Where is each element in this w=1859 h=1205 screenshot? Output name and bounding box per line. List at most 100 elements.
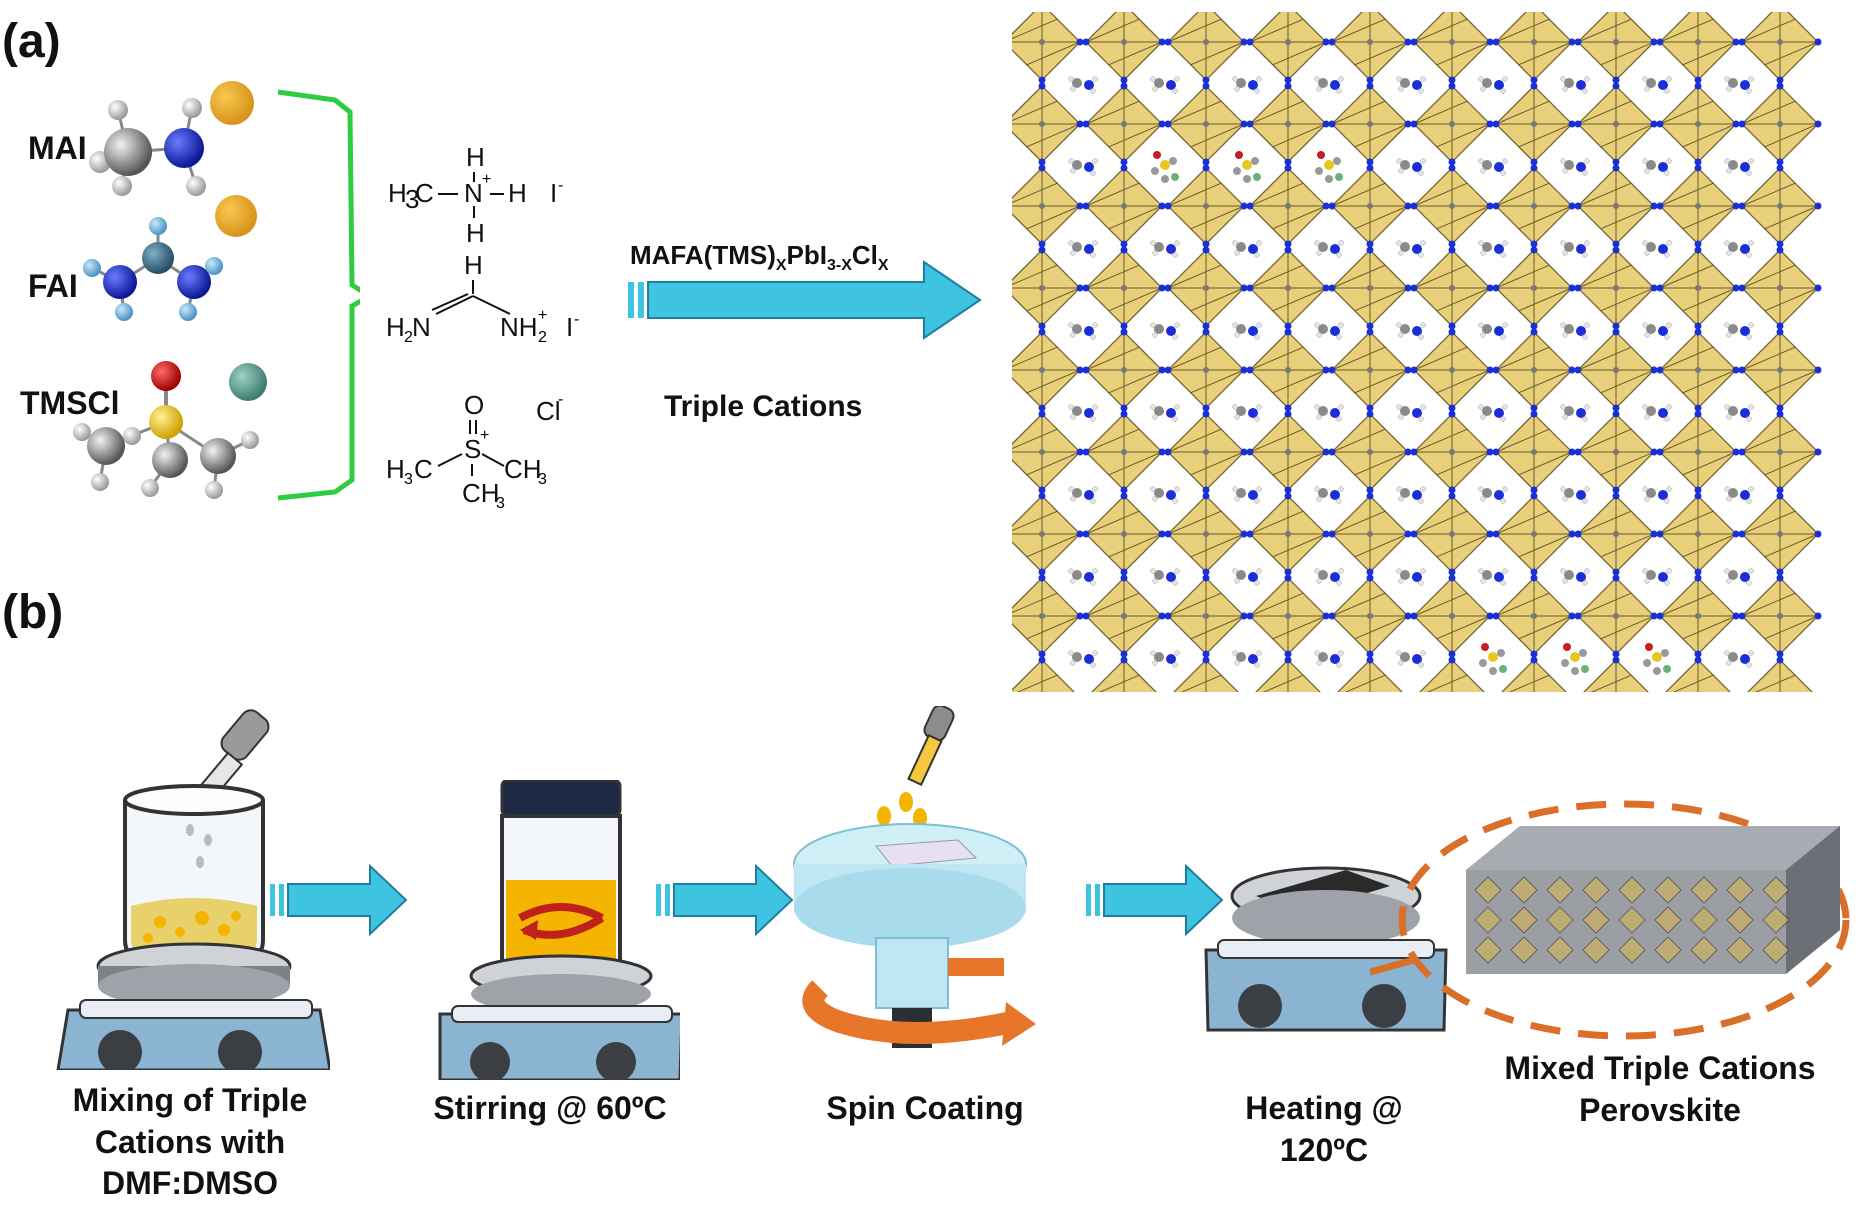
organic-cation	[1150, 650, 1180, 668]
svg-text:+: +	[538, 307, 547, 324]
grouping-bracket	[277, 89, 360, 501]
organic-cation	[1478, 568, 1508, 586]
pbi6-octahedron	[1164, 82, 1248, 166]
organic-cation	[1560, 240, 1590, 258]
organic-cation	[1396, 322, 1426, 340]
organic-cation	[1314, 322, 1344, 340]
pbi6-octahedron	[1164, 410, 1248, 494]
tms-cation	[1479, 643, 1507, 675]
perovskite-film-illustration	[1370, 800, 1850, 1040]
reaction-formula-label: MAFA(TMS)XPbI3-XClX	[630, 240, 889, 275]
organic-cation	[1724, 158, 1754, 176]
film-octahedron	[1510, 936, 1538, 964]
pbi6-octahedron	[1574, 246, 1658, 330]
pbi6-octahedron	[1246, 492, 1330, 576]
organic-cation	[1232, 568, 1262, 586]
svg-text:2: 2	[404, 329, 413, 346]
pbi6-octahedron	[1328, 492, 1412, 576]
organic-cation	[1724, 568, 1754, 586]
organic-cation	[1478, 158, 1508, 176]
pbi6-octahedron	[1082, 12, 1166, 84]
film-octahedron	[1618, 906, 1646, 934]
organic-cation	[1150, 240, 1180, 258]
pbi6-octahedron	[1738, 164, 1822, 248]
organic-cation	[1478, 322, 1508, 340]
process-arrow-1	[270, 863, 408, 937]
pbi6-octahedron	[1656, 246, 1740, 330]
tms-cation	[1233, 151, 1261, 183]
pbi6-octahedron	[1164, 492, 1248, 576]
pbi6-octahedron	[1410, 12, 1494, 84]
svg-text:3: 3	[404, 471, 413, 488]
svg-text:H: H	[466, 142, 485, 172]
pbi6-octahedron	[1583, 656, 1649, 692]
pbi6-octahedron	[1492, 492, 1576, 576]
organic-cation	[1068, 568, 1098, 586]
pbi6-octahedron	[1574, 12, 1658, 84]
film-octahedron	[1690, 906, 1718, 934]
organic-cation	[1068, 486, 1098, 504]
pbi6-octahedron	[1012, 82, 1084, 166]
pbi6-octahedron	[1492, 328, 1576, 412]
pbi6-octahedron	[1246, 246, 1330, 330]
organic-cation	[1068, 240, 1098, 258]
organic-cation	[1396, 486, 1426, 504]
film-octahedron	[1582, 906, 1610, 934]
pbi6-octahedron	[1410, 574, 1494, 658]
organic-cation	[1560, 158, 1590, 176]
pbi6-octahedron	[1328, 12, 1412, 84]
organic-cation	[1642, 322, 1672, 340]
process-arrow-2	[656, 863, 794, 937]
pbi6-octahedron	[1492, 12, 1576, 84]
pbi6-octahedron	[1012, 12, 1084, 84]
svg-text:N: N	[464, 178, 483, 208]
pbi6-octahedron	[1082, 246, 1166, 330]
pbi6-octahedron	[1656, 164, 1740, 248]
pbi6-octahedron	[1012, 492, 1084, 576]
svg-text:Cl: Cl	[536, 396, 561, 426]
pbi6-octahedron	[1410, 328, 1494, 412]
pbi6-octahedron	[1738, 246, 1822, 330]
pbi6-octahedron	[1246, 410, 1330, 494]
step-mixing-illustration	[56, 709, 330, 1070]
svg-text:H: H	[464, 250, 483, 280]
pipette-icon	[907, 706, 955, 787]
film-octahedron	[1618, 876, 1646, 904]
svg-text:H: H	[508, 178, 527, 208]
iodide-ion-icon	[210, 81, 254, 125]
pbi6-octahedron	[1656, 574, 1740, 658]
svg-text:2: 2	[538, 329, 547, 346]
triple-cations-label: Triple Cations	[664, 390, 863, 423]
pbi6-octahedron	[1410, 246, 1494, 330]
pbi6-octahedron	[1656, 82, 1740, 166]
panel-b-label: (b)	[2, 586, 64, 639]
step-caption-perovskite: Mixed Triple Cations Perovskite	[1504, 1050, 1816, 1128]
organic-cation	[1478, 404, 1508, 422]
svg-text:+: +	[480, 427, 489, 444]
pbi6-octahedron	[1328, 410, 1412, 494]
pbi6-octahedron	[1012, 246, 1084, 330]
film-octahedron	[1654, 936, 1682, 964]
pbi6-octahedron	[1656, 328, 1740, 412]
pbi6-octahedron	[1012, 328, 1084, 412]
pbi6-octahedron	[1173, 656, 1239, 692]
svg-text:+: +	[482, 171, 491, 188]
svg-text:C: C	[414, 454, 433, 484]
pbi6-octahedron	[1082, 328, 1166, 412]
film-octahedron	[1474, 876, 1502, 904]
pbi6-octahedron	[1255, 656, 1321, 692]
pbi6-octahedron	[1082, 164, 1166, 248]
organic-cation	[1724, 240, 1754, 258]
svg-text:CH: CH	[504, 454, 542, 484]
organic-cation	[1396, 158, 1426, 176]
pbi6-octahedron	[1656, 12, 1740, 84]
film-octahedron	[1654, 876, 1682, 904]
film-octahedron	[1726, 936, 1754, 964]
organic-cation	[1724, 404, 1754, 422]
pbi6-octahedron	[1246, 164, 1330, 248]
pbi6-octahedron	[1246, 574, 1330, 658]
pbi6-octahedron	[1328, 246, 1412, 330]
pbi6-octahedron	[1164, 246, 1248, 330]
pbi6-octahedron	[1665, 656, 1731, 692]
organic-cation	[1232, 404, 1262, 422]
